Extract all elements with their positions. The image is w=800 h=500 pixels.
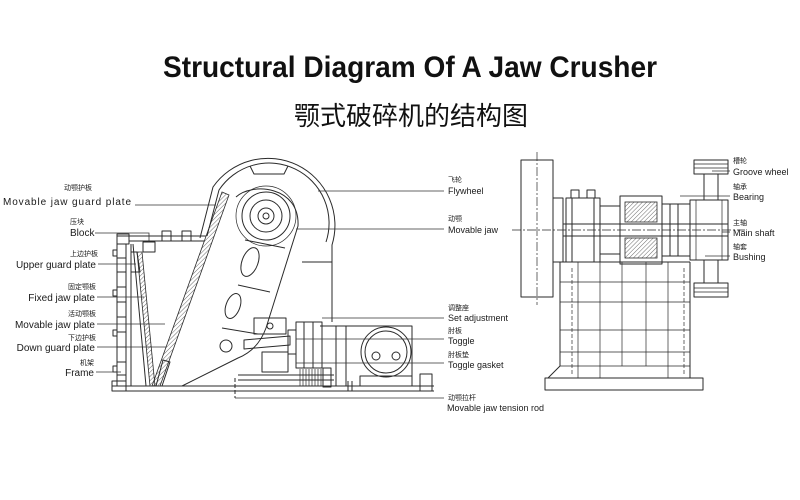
frame-front	[544, 261, 704, 391]
label-movable-jaw-plate: Movable jaw plate	[15, 320, 95, 331]
eccentric-shaft	[235, 185, 297, 247]
label-frame: Frame	[65, 368, 94, 379]
label-groove-wheel: Groove wheel	[733, 167, 789, 177]
label-set-adjustment: Set adjustment	[448, 313, 509, 323]
tension-spring-unit	[320, 325, 413, 387]
toggle-plate	[243, 335, 291, 350]
label-main-shaft: Main shaft	[733, 228, 775, 238]
label-cn-block: 压块	[70, 217, 84, 226]
label-cn-movable-jaw-guard-plate: 动颚护板	[64, 183, 92, 192]
groove-wheel	[689, 159, 729, 298]
label-cn-toggle: 肘板	[448, 326, 462, 335]
bearing-left	[565, 189, 620, 263]
label-toggle: Toggle	[448, 336, 475, 346]
label-bearing: Bearing	[733, 192, 764, 202]
label-cn-movable-jaw-tension-rod: 动颚拉杆	[448, 393, 476, 402]
toggle-gasket	[287, 329, 297, 355]
label-cn-toggle-gasket: 肘板垫	[448, 350, 469, 359]
label-cn-movable-jaw: 动颚	[448, 214, 462, 223]
frame-left-wall	[112, 233, 132, 386]
label-cn-flywheel: 飞轮	[448, 175, 462, 184]
label-cn-fixed-jaw-plate: 固定颚板	[68, 282, 96, 291]
page-title: Structural Diagram Of A Jaw Crusher	[163, 51, 657, 84]
fixed-jaw-plate	[132, 243, 156, 387]
label-cn-bearing: 轴承	[733, 182, 747, 191]
label-fixed-jaw-plate: Fixed jaw plate	[28, 293, 95, 304]
page-subtitle: 颚式破碎机的结构图	[294, 102, 528, 132]
label-flywheel: Flywheel	[448, 186, 484, 196]
movable-jaw-body	[166, 188, 299, 387]
label-movable-jaw-tension-rod: Movable jaw tension rod	[447, 403, 544, 413]
base-frame	[111, 373, 434, 392]
set-adjustment	[253, 317, 323, 373]
label-block: Block	[70, 228, 95, 239]
label-cn-bushing: 轴套	[733, 242, 747, 251]
label-cn-frame: 机架	[80, 358, 94, 367]
label-down-guard-plate: Down guard plate	[17, 343, 96, 354]
label-cn-groove-wheel: 槽轮	[733, 156, 747, 165]
upper-guard-plate	[130, 251, 141, 273]
label-bushing: Bushing	[733, 252, 766, 262]
label-toggle-gasket: Toggle gasket	[448, 360, 504, 370]
tension-rod	[234, 367, 334, 398]
leader-lines	[95, 190, 444, 399]
crusher-housing	[199, 157, 336, 322]
block	[142, 241, 156, 253]
movable-jaw-plate	[151, 191, 230, 387]
label-cn-movable-jaw-plate: 活动颚板	[68, 309, 96, 318]
label-cn-main-shaft: 主轴	[733, 218, 747, 227]
side-view-diagram: 动颚护板 Movable jaw guard plate 压块 Block 上边…	[3, 157, 544, 413]
flywheel-front	[520, 152, 564, 305]
bearing-right	[619, 195, 663, 265]
leader-line	[95, 232, 150, 242]
front-view-diagram: 槽轮 Groove wheel 轴承 Bearing 主轴 Main shaft…	[512, 152, 789, 391]
front-leader-lines	[680, 170, 730, 257]
label-upper-guard-plate: Upper guard plate	[16, 260, 96, 271]
label-movable-jaw-guard-plate: Movable jaw guard plate	[3, 197, 131, 208]
label-cn-set-adjustment: 调整座	[448, 303, 469, 312]
label-cn-upper-guard-plate: 上边护板	[70, 249, 98, 258]
label-movable-jaw: Movable jaw	[448, 225, 499, 235]
frame-top-rail	[117, 230, 206, 242]
label-cn-down-guard-plate: 下边护板	[68, 333, 96, 342]
